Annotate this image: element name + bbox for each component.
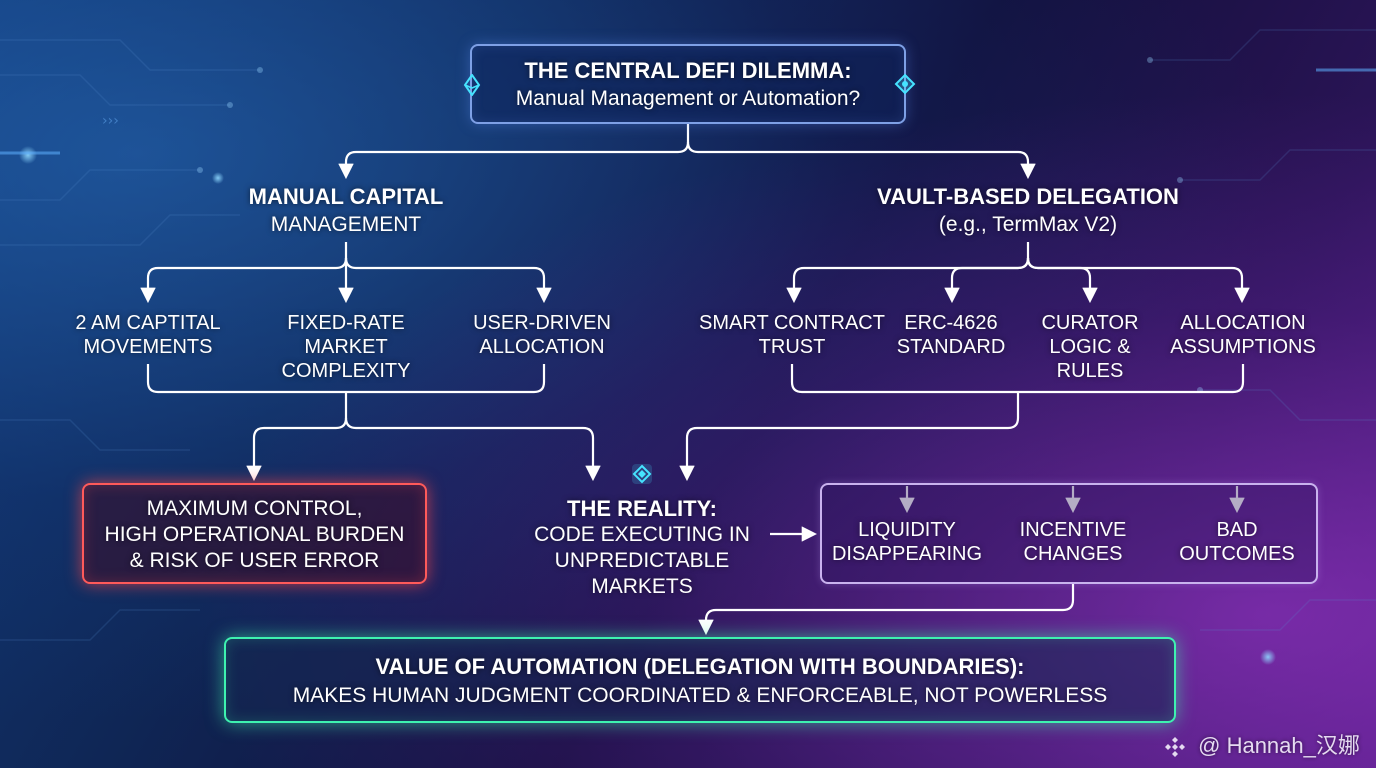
vault-item-line: STANDARD: [896, 336, 1006, 358]
central-dilemma-text: THE CENTRAL DEFI DILEMMA: Manual Managem…: [470, 58, 906, 111]
ethereum-diamond-icon: [463, 74, 481, 96]
reality-line: MARKETS: [591, 575, 693, 598]
reality-line: UNPREDICTABLE: [554, 549, 730, 572]
manual-item-line: MARKET: [304, 336, 388, 358]
vault-item-line: ERC-4626: [904, 312, 998, 334]
vault-item-line: ASSUMPTIONS: [1170, 336, 1316, 358]
manual-item-line: 2 AM CAPTITAL: [75, 312, 221, 334]
risk-item: LIQUIDITY DISAPPEARING: [830, 518, 984, 566]
manual-item-line: FIXED-RATE: [287, 312, 405, 334]
central-dilemma-title: THE CENTRAL DEFI DILEMMA:: [524, 58, 852, 83]
manual-item: USER-DRIVEN ALLOCATION: [462, 311, 622, 359]
manual-capital-heading: MANUAL CAPITAL MANAGEMENT: [196, 184, 496, 237]
manual-outcome-text: MAXIMUM CONTROL, HIGH OPERATIONAL BURDEN…: [82, 496, 427, 574]
conclusion-subtitle: MAKES HUMAN JUDGMENT COORDINATED & ENFOR…: [292, 684, 1108, 707]
vault-item-line: ALLOCATION: [1180, 312, 1306, 334]
glowing-diamond-icon: [632, 464, 652, 484]
risk-line: OUTCOMES: [1179, 543, 1295, 565]
svg-text:›››: ›››: [102, 113, 119, 129]
vault-item: ERC-4626 STANDARD: [890, 311, 1012, 359]
manual-item-line: USER-DRIVEN: [473, 312, 611, 334]
manual-item-line: ALLOCATION: [479, 336, 605, 358]
vault-item-line: RULES: [1056, 360, 1124, 382]
vault-item: SMART CONTRACT TRUST: [694, 311, 890, 359]
risk-line: DISAPPEARING: [831, 543, 983, 565]
manual-item-line: COMPLEXITY: [281, 360, 411, 382]
conclusion-text: VALUE OF AUTOMATION (DELEGATION WITH BOU…: [224, 654, 1176, 708]
binance-logo-icon: [1165, 737, 1185, 758]
vault-subtitle: (e.g., TermMax V2): [938, 213, 1118, 236]
watermark-text: @ Hannah_汉娜: [1198, 733, 1360, 758]
reality-text: THE REALITY: CODE EXECUTING IN UNPREDICT…: [522, 496, 762, 600]
vault-item-line: TRUST: [758, 336, 826, 358]
risk-line: BAD: [1216, 519, 1258, 541]
conclusion-box: [224, 637, 1176, 723]
vault-item-line: LOGIC &: [1049, 336, 1131, 358]
manual-subtitle: MANAGEMENT: [270, 213, 422, 236]
manual-item-line: MOVEMENTS: [83, 336, 213, 358]
outcome-line: & RISK OF USER ERROR: [129, 549, 380, 572]
market-risks-box: [820, 483, 1318, 584]
vault-delegation-heading: VAULT-BASED DELEGATION (e.g., TermMax V2…: [858, 184, 1198, 237]
network-diamond-icon: [894, 73, 916, 95]
vault-item-line: CURATOR: [1041, 312, 1139, 334]
manual-item: 2 AM CAPTITAL MOVEMENTS: [58, 311, 238, 359]
outcome-line: HIGH OPERATIONAL BURDEN: [104, 523, 405, 546]
reality-title: THE REALITY:: [567, 496, 717, 521]
central-dilemma-box: [470, 44, 906, 124]
vault-title: VAULT-BASED DELEGATION: [877, 184, 1179, 209]
risk-line: INCENTIVE: [1019, 519, 1127, 541]
risk-line: CHANGES: [1023, 543, 1123, 565]
conclusion-title: VALUE OF AUTOMATION (DELEGATION WITH BOU…: [375, 654, 1025, 679]
manual-item: FIXED-RATE MARKET COMPLEXITY: [266, 311, 426, 383]
manual-outcome-box: [82, 483, 427, 584]
vault-item: CURATOR LOGIC & RULES: [1030, 311, 1150, 383]
risk-line: LIQUIDITY: [858, 519, 956, 541]
vault-item-line: SMART CONTRACT: [699, 312, 885, 334]
vault-item: ALLOCATION ASSUMPTIONS: [1164, 311, 1322, 359]
outcome-line: MAXIMUM CONTROL,: [146, 497, 363, 520]
risk-item: BAD OUTCOMES: [1172, 518, 1302, 566]
watermark: @ Hannah_汉娜: [1162, 728, 1360, 760]
manual-title: MANUAL CAPITAL: [248, 184, 444, 209]
risk-item: INCENTIVE CHANGES: [1003, 518, 1143, 566]
central-dilemma-subtitle: Manual Management or Automation?: [515, 87, 861, 110]
reality-line: CODE EXECUTING IN: [534, 523, 750, 546]
